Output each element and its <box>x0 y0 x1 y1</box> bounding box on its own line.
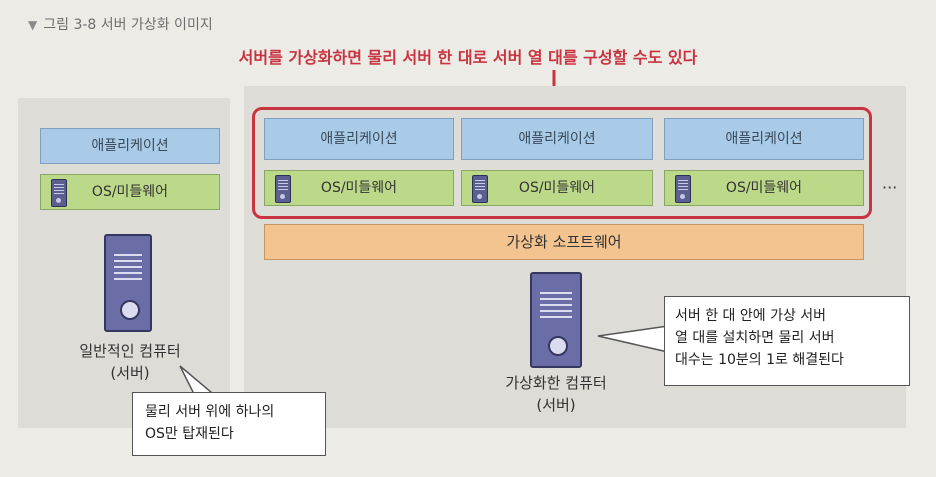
virtual-host-server-icon <box>530 272 582 368</box>
left-os-box: OS/미들웨어 <box>40 174 220 210</box>
vm-2-os-box: OS/미들웨어 <box>461 170 653 206</box>
server-disk <box>120 300 140 320</box>
vm-3-os-label: OS/미들웨어 <box>725 180 803 196</box>
right-callout-tail <box>597 325 669 353</box>
left-callout-line1: 물리 서버 위에 하나의 <box>145 404 275 420</box>
left-callout: 물리 서버 위에 하나의 OS만 탑재된다 <box>132 392 326 456</box>
right-callout-line2: 열 대를 설치하면 물리 서버 <box>675 330 835 346</box>
vm-3-app-box: 애플리케이션 <box>664 118 864 160</box>
vm-1-app-box: 애플리케이션 <box>264 118 454 160</box>
right-server-label-line2: (서버) <box>536 396 576 414</box>
server-icon <box>51 179 67 207</box>
chevron-down-icon: ▼ <box>28 18 38 32</box>
left-server-label: 일반적인 컴퓨터 (서버) <box>40 340 220 384</box>
more-vms-ellipsis: ··· <box>882 178 898 197</box>
server-icon <box>675 175 691 203</box>
left-callout-line2: OS만 탑재된다 <box>145 426 234 442</box>
left-app-box: 애플리케이션 <box>40 128 220 164</box>
right-callout-line3: 대수는 10분의 1로 해결된다 <box>675 352 844 368</box>
server-icon <box>275 175 291 203</box>
server-disk <box>548 336 568 356</box>
vm-3-os-box: OS/미들웨어 <box>664 170 864 206</box>
vm-2-app-box: 애플리케이션 <box>461 118 653 160</box>
right-server-label: 가상화한 컴퓨터 (서버) <box>470 372 642 416</box>
virtualization-software-bar: 가상화 소프트웨어 <box>264 224 864 260</box>
left-server-label-line1: 일반적인 컴퓨터 <box>79 342 181 360</box>
left-server-label-line2: (서버) <box>110 364 150 382</box>
server-icon <box>472 175 488 203</box>
vm-1-os-box: OS/미들웨어 <box>264 170 454 206</box>
headline: 서버를 가상화하면 물리 서버 한 대로 서버 열 대를 구성할 수도 있다 <box>238 48 698 67</box>
server-vent <box>114 254 142 284</box>
right-callout-line1: 서버 한 대 안에 가상 서버 <box>675 308 827 324</box>
left-os-label: OS/미들웨어 <box>91 184 169 200</box>
right-server-label-line1: 가상화한 컴퓨터 <box>505 374 607 392</box>
left-server-icon <box>104 234 152 332</box>
right-callout: 서버 한 대 안에 가상 서버 열 대를 설치하면 물리 서버 대수는 10분의… <box>664 296 910 386</box>
vm-1-os-label: OS/미들웨어 <box>320 180 398 196</box>
server-vent <box>540 292 572 322</box>
figure-caption: ▼ 그림 3-8 서버 가상화 이미지 <box>28 14 213 34</box>
vm-2-os-label: OS/미들웨어 <box>518 180 596 196</box>
figure-caption-text: 그림 3-8 서버 가상화 이미지 <box>43 17 213 33</box>
